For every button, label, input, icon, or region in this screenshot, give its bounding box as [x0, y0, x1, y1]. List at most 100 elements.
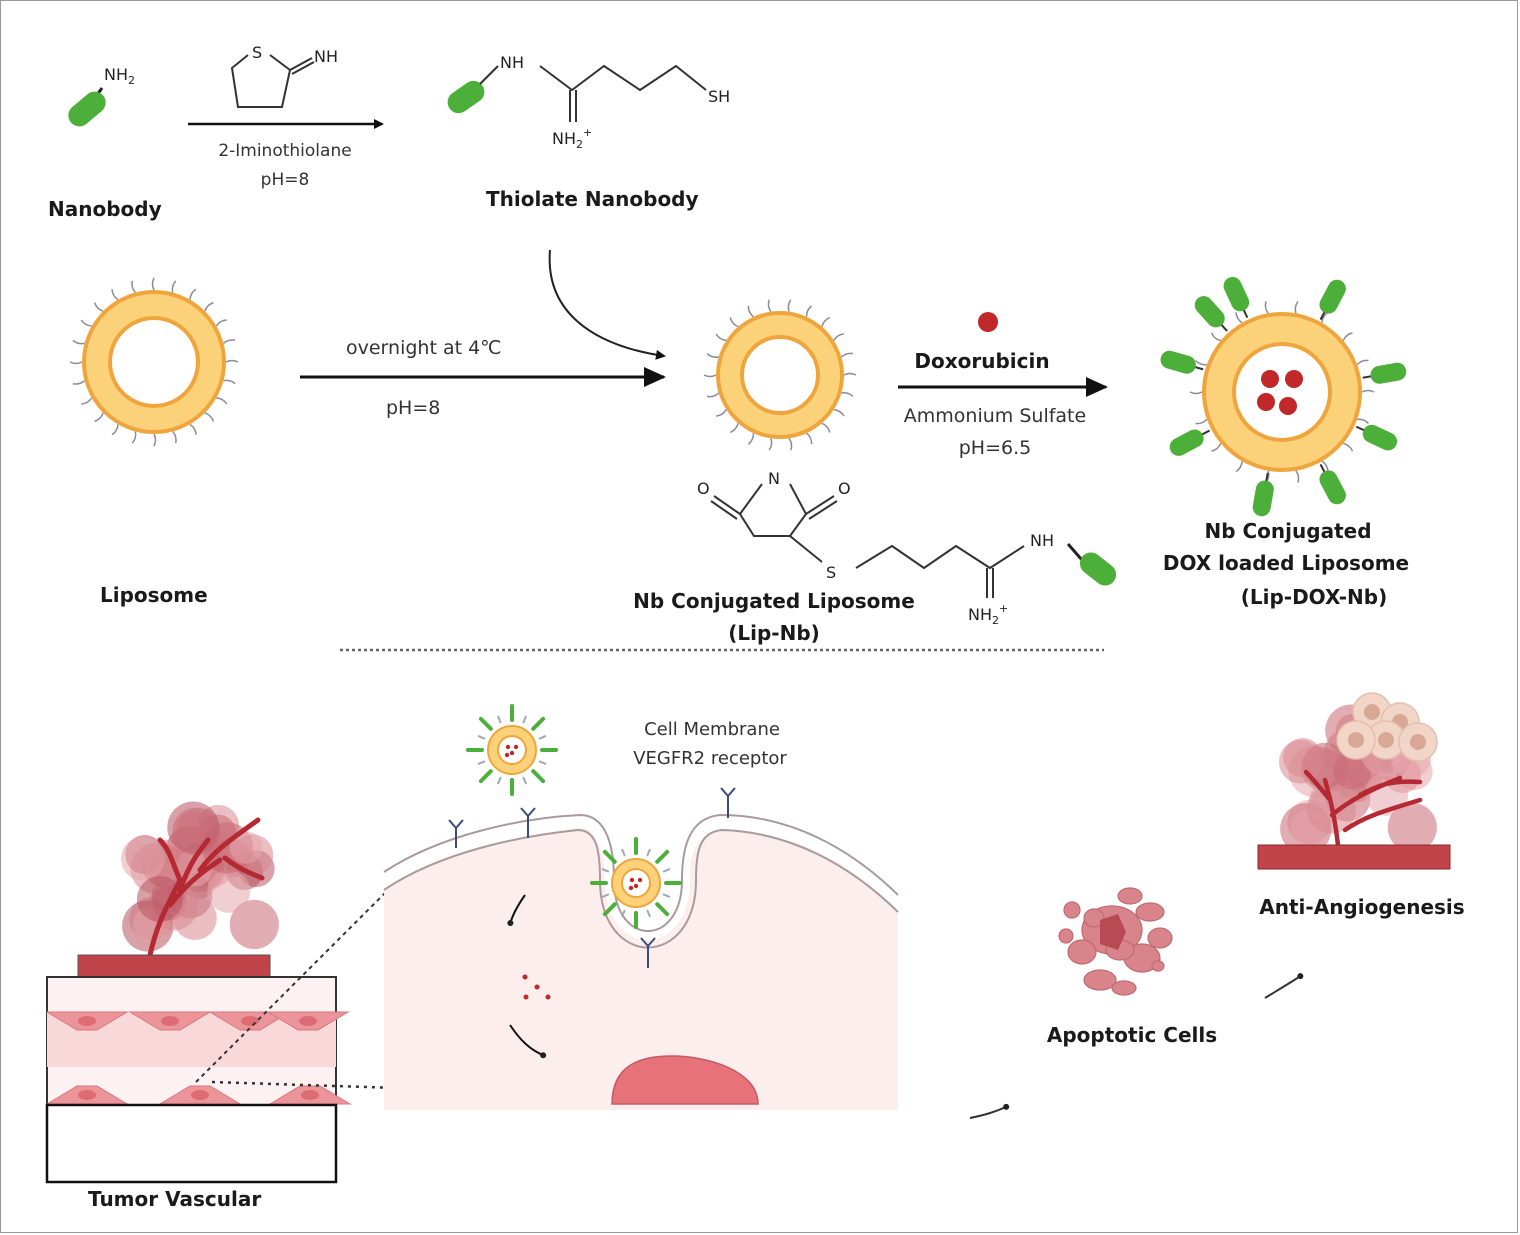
- peg-chain: [204, 412, 215, 422]
- arrow-to-apoptosis: [969, 1103, 1010, 1119]
- peg-chain: [538, 760, 547, 765]
- peg-chain: [841, 392, 854, 397]
- cell-cytoplasm: [384, 828, 898, 1110]
- peg-chain: [747, 433, 755, 445]
- dox-particle: [523, 994, 529, 1000]
- dox-particle: [1285, 370, 1303, 388]
- peg-chain: [153, 433, 157, 447]
- peg-chain: [729, 317, 739, 328]
- dox-particle: [545, 994, 551, 1000]
- peg-chain: [1342, 332, 1353, 341]
- peg-chain: [747, 305, 754, 318]
- carbonyl-o2: O: [838, 479, 851, 498]
- nanobody-icon: [1160, 350, 1196, 374]
- nanobody-icon: [1169, 429, 1204, 456]
- linker-nh2: NH2+: [968, 602, 1008, 627]
- peg-chain: [522, 776, 527, 785]
- thiolate-label: Thiolate Nanobody: [486, 187, 699, 211]
- peg-chain: [69, 361, 83, 365]
- peg-chain: [703, 374, 717, 378]
- tumor-cell: [120, 836, 165, 881]
- peg-chain: [821, 422, 831, 433]
- thioether-s: S: [826, 563, 836, 582]
- nanobody-icon: [478, 716, 493, 731]
- tumor-cell: [1387, 802, 1437, 853]
- dox-particle: [522, 974, 528, 980]
- tumor-cell: [172, 807, 221, 856]
- fragmented-nucleus: [1100, 914, 1126, 950]
- peg-chain: [806, 432, 813, 445]
- nanobody-icon: [602, 849, 617, 864]
- aqueous-core: [108, 316, 200, 408]
- nanobody-nh2: NH2: [104, 65, 135, 87]
- dox-particle: [628, 885, 634, 891]
- tumor-cell: [1278, 739, 1323, 784]
- peg-chain: [172, 431, 177, 444]
- peg-chain: [706, 353, 719, 358]
- apoptotic-body: [1147, 927, 1173, 949]
- tumor-vascular-label: Tumor Vascular: [88, 1187, 261, 1211]
- dox-particle: [629, 877, 635, 883]
- ring-sulfur: S: [252, 43, 262, 62]
- peg-chain: [1235, 312, 1243, 324]
- peg-chain: [72, 380, 85, 385]
- cell-membrane-label-line2: VEGFR2 receptor: [633, 748, 787, 769]
- peg-chain: [1295, 470, 1300, 483]
- peg-chain: [601, 868, 610, 873]
- peg-chain: [171, 280, 177, 293]
- dox-particle: [513, 744, 519, 750]
- peg-chain: [1195, 360, 1207, 366]
- reagent-condition: pH=8: [261, 170, 310, 190]
- tumor-cell: [229, 899, 279, 950]
- aqueous-core: [497, 735, 527, 765]
- carbonyl-o1: O: [697, 479, 710, 498]
- nanobody-icon: [1223, 276, 1250, 312]
- c-s-bond: [789, 535, 823, 563]
- peg-chain: [111, 289, 119, 301]
- thiolate-nh2: NH2+: [552, 126, 592, 151]
- peg-chain: [522, 715, 527, 724]
- peg-chain: [72, 339, 85, 345]
- vegfr2-receptor-icon: [448, 819, 464, 848]
- lip-dox-nb-label-line3: (Lip-DOX-Nb): [1241, 585, 1388, 609]
- cell-nucleus: [611, 1055, 759, 1105]
- peg-chain: [601, 893, 610, 898]
- maleimide-n: N: [768, 469, 780, 488]
- iminothiolane-structure: S NH: [230, 43, 338, 108]
- peg-chain: [729, 423, 739, 434]
- carbonyl-1a: [713, 495, 741, 515]
- imine-bond-1: [289, 57, 313, 71]
- loading-condition-1: Ammonium Sulfate: [904, 405, 1086, 427]
- apoptotic-cells-icon: [1058, 887, 1173, 996]
- lip-nb-label-line2: (Lip-Nb): [728, 621, 820, 645]
- tumor-cell: [136, 876, 183, 922]
- imine-bond-2: [291, 61, 315, 75]
- peg-chain: [715, 409, 727, 417]
- loading-drug-label: Doxorubicin: [914, 349, 1049, 373]
- tumor-cell: [173, 896, 217, 941]
- vegfr2-receptors: [448, 787, 736, 968]
- peg-chain: [805, 305, 813, 317]
- nanobody-bond: [1066, 543, 1084, 561]
- peg-chain: [189, 423, 197, 435]
- endothelial-nucleus: [191, 1090, 209, 1100]
- peg-chain: [1264, 301, 1269, 314]
- nanobody-icon: [478, 769, 493, 784]
- peg-chain: [1361, 389, 1375, 393]
- receptor-arms: [640, 937, 656, 948]
- blood-vessel-segment: [77, 954, 271, 978]
- peg-chain: [477, 760, 486, 765]
- peg-chain: [538, 735, 547, 740]
- nanobody-icon: [531, 716, 546, 731]
- lip-nb-label-line1: Nb Conjugated Liposome: [633, 589, 915, 613]
- peg-chain: [1235, 461, 1243, 473]
- peg-chain: [497, 776, 502, 785]
- nanobody-icon: [655, 849, 670, 864]
- dox-particle: [1257, 393, 1275, 411]
- apoptotic-body: [1135, 902, 1165, 922]
- regressing-cell-nucleus: [1364, 704, 1380, 720]
- peg-chain: [768, 438, 773, 451]
- endothelial-nucleus: [301, 1090, 319, 1100]
- peg-chain: [646, 909, 651, 918]
- endothelial-nucleus: [161, 1016, 179, 1026]
